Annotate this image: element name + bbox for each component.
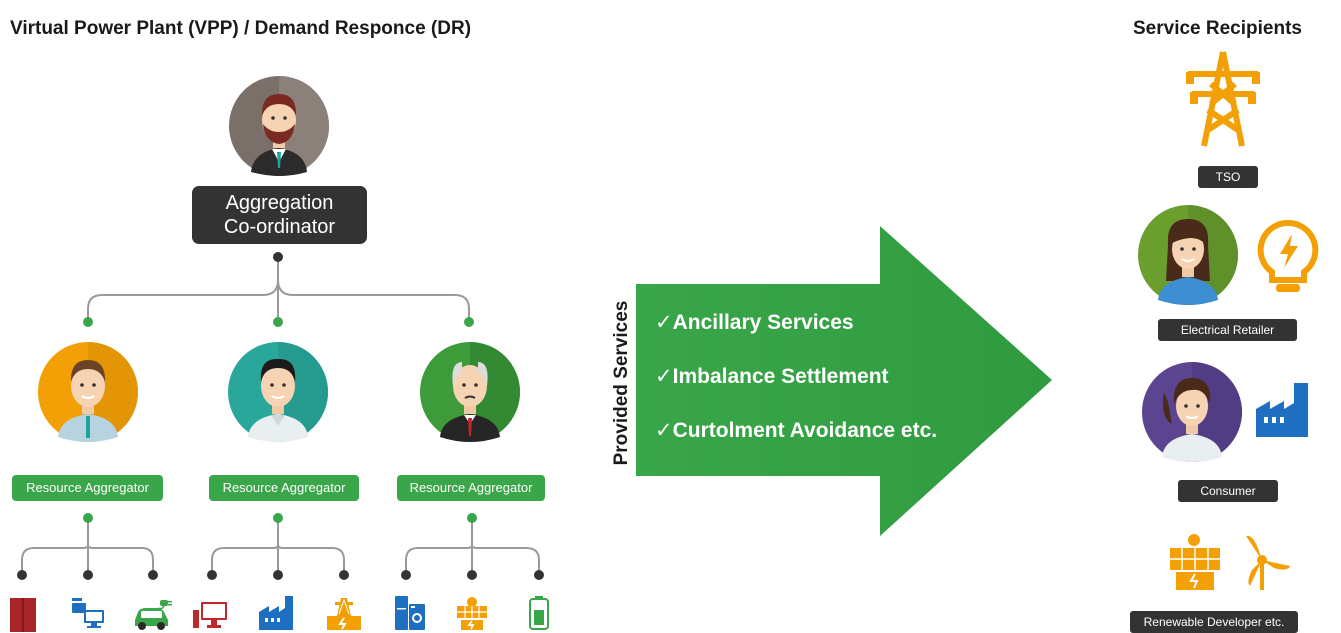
solar-wind-icon xyxy=(1166,530,1296,592)
recipient-label-renewable: Renewable Developer etc. xyxy=(1130,611,1298,633)
coordinator-label: Aggregation Co-ordinator xyxy=(192,186,367,244)
aggregator-avatar-teal xyxy=(228,342,328,442)
solar-panel-icon xyxy=(455,596,489,630)
recipient-label-tso: TSO xyxy=(1198,166,1258,188)
power-substation-icon xyxy=(327,596,361,630)
aggregator-avatar-green xyxy=(420,342,520,442)
desktop-computer-icon xyxy=(193,602,229,630)
battery-icon xyxy=(529,596,549,630)
recipients-title: Service Recipients xyxy=(1133,18,1302,39)
lightbulb-icon xyxy=(1256,220,1320,296)
service-item-3: ✓Curtolment Avoidance etc. xyxy=(655,419,938,442)
computer-network-icon xyxy=(70,598,106,630)
consumer-factory-icon xyxy=(1256,383,1312,437)
aggregator-avatar-orange xyxy=(38,342,138,442)
coordinator-node xyxy=(273,252,283,262)
consumer-avatar xyxy=(1142,362,1242,462)
transmission-tower-icon xyxy=(1184,50,1262,148)
diagram-title: Virtual Power Plant (VPP) / Demand Respo… xyxy=(10,18,472,39)
coordinator-avatar xyxy=(229,76,329,176)
service-item-2: ✓Imbalance Settlement xyxy=(655,365,889,388)
factory-icon xyxy=(259,596,295,630)
provided-services-arrow xyxy=(636,226,1052,536)
recipient-label-consumer: Consumer xyxy=(1178,480,1278,502)
retailer-avatar xyxy=(1138,205,1238,305)
aggregator-label-1: Resource Aggregator xyxy=(12,475,163,501)
appliances-icon xyxy=(395,596,425,630)
recipient-label-retailer: Electrical Retailer xyxy=(1158,319,1297,341)
aggregator-label-3: Resource Aggregator xyxy=(397,475,545,501)
service-item-1: ✓Ancillary Services xyxy=(655,311,854,334)
provided-services-label-wrap: Provided Services xyxy=(594,288,650,478)
aggregator-label-2: Resource Aggregator xyxy=(209,475,359,501)
provided-services-label: Provided Services xyxy=(611,300,632,466)
connector-lines xyxy=(17,252,544,580)
storage-unit-icon xyxy=(10,598,36,632)
electric-car-icon xyxy=(132,598,172,630)
